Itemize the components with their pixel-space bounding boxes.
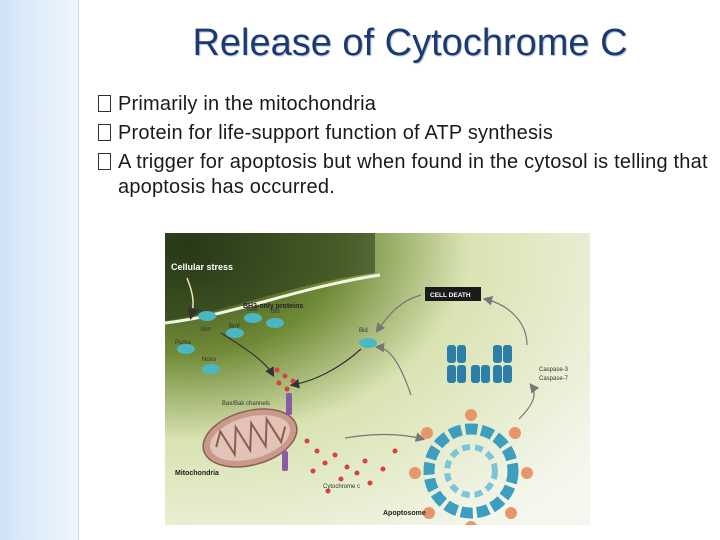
cytochrome-dot — [362, 458, 368, 464]
puma-protein — [177, 344, 195, 354]
cytochrome-to-apoptosome-arrow — [344, 432, 426, 442]
bad-protein — [244, 313, 262, 323]
left-decor-band — [0, 0, 79, 540]
cytochrome-dot — [284, 386, 290, 392]
cytochrome-dot — [322, 460, 328, 466]
caspase7-label: Caspase-7 — [539, 376, 569, 382]
cytochrome-dot — [314, 448, 320, 454]
cytochrome-dot — [325, 488, 331, 494]
cytochrome-dot — [332, 452, 338, 458]
puma-label: Puma — [175, 340, 191, 346]
mitochondria-label: Mitochondria — [175, 470, 219, 477]
cytochrome-dot — [392, 448, 398, 454]
bmf-label: Bmf — [229, 324, 240, 330]
bax-bak-channel — [286, 393, 292, 415]
bullet-item: Protein for life-support function of ATP… — [98, 121, 708, 146]
cytochrome-dot — [344, 464, 350, 470]
bh3-only-label: BH3-only proteins — [243, 303, 303, 310]
cell-death-label: CELL DEATH — [430, 292, 471, 299]
cytochrome-dot — [282, 373, 288, 379]
cellular-stress-label: Cellular stress — [171, 262, 233, 272]
apoptosis-diagram: Cellular stress BH3-only proteins Bim Ba… — [165, 233, 590, 525]
cytochrome-dot — [274, 367, 280, 373]
bullet-box-icon — [98, 153, 111, 170]
cytochrome-dot — [354, 470, 360, 476]
cytochrome-dot — [380, 466, 386, 472]
caspase-cluster — [447, 345, 512, 383]
bid-right-label: Bid — [359, 328, 368, 334]
bid-left-label: Bid — [271, 309, 280, 315]
cytochrome-dot — [290, 378, 296, 384]
slide-title: Release of Cytochrome C — [192, 22, 628, 64]
cytochrome-dot — [338, 476, 344, 482]
mitochondria — [202, 408, 298, 468]
noxa-protein — [202, 364, 220, 374]
apoptosome-label: Apoptosome — [383, 510, 426, 517]
feedback-arrow — [374, 342, 412, 396]
cytochrome-c-label: Cytochrome c — [323, 484, 360, 490]
cytochrome-dot — [310, 468, 316, 474]
bullet-box-icon — [98, 124, 111, 141]
bim-protein — [198, 311, 216, 321]
cell-death-box — [425, 287, 481, 301]
caspase-to-death-arrow — [482, 296, 528, 346]
bmf-protein — [226, 328, 244, 338]
bh3-to-channel-arrow — [220, 332, 275, 378]
cytochrome-dot — [304, 438, 310, 444]
caspase3-label: Caspase-3 — [539, 367, 569, 373]
cytochrome-dot — [367, 480, 373, 486]
bullet-item: Primarily in the mitochondria — [98, 92, 708, 117]
bim-label: Bim — [201, 327, 211, 333]
cytochrome-dot — [276, 380, 282, 386]
stress-arrow — [186, 277, 200, 320]
cell-membrane-region — [165, 233, 375, 321]
bad-label: Bad — [247, 307, 258, 313]
apoptosome-to-caspase-arrow — [518, 383, 540, 420]
bullet-text: Protein for life-support function of ATP… — [118, 122, 554, 144]
bullet-text: A trigger for apoptosis but when found i… — [118, 151, 708, 198]
bullet-text: Primarily in the mitochondria — [118, 93, 377, 115]
bax-bak-label: Bax/Bak channels — [222, 401, 270, 407]
death-to-bid-arrow — [375, 294, 422, 333]
bullet-box-icon — [98, 95, 111, 112]
apoptosome — [409, 409, 533, 525]
bullet-item: A trigger for apoptosis but when found i… — [98, 150, 708, 200]
bax-bak-channel — [282, 451, 288, 471]
bid-to-channel-arrow — [289, 348, 362, 389]
bid-right-protein — [359, 338, 377, 348]
bullet-list: Primarily in the mitochondria Protein fo… — [98, 92, 708, 204]
bid-left-protein — [266, 318, 284, 328]
noxa-label: Noxa — [202, 357, 217, 363]
apoptosis-diagram-svg: Cellular stress BH3-only proteins Bim Ba… — [165, 233, 590, 525]
